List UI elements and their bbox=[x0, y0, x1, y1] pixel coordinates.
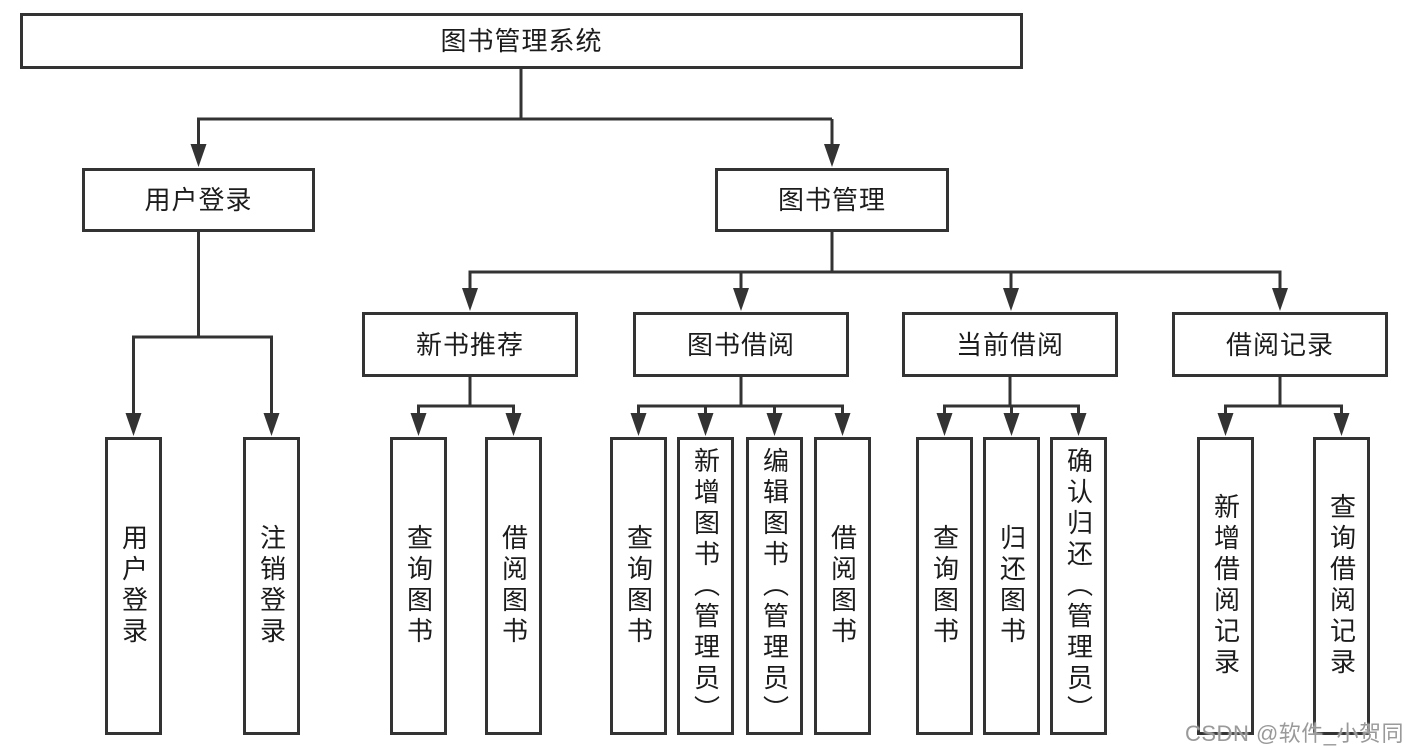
leaf-query-book-3: 查询图书 bbox=[916, 437, 973, 735]
leaf-edit-book-admin: 编辑图书（管理员） bbox=[746, 437, 803, 735]
node-new-book-recommend: 新书推荐 bbox=[362, 312, 578, 377]
leaf-borrow-book-1: 借阅图书 bbox=[485, 437, 542, 735]
node-borrow-record-label: 借阅记录 bbox=[1225, 329, 1334, 360]
node-book-borrow: 图书借阅 bbox=[633, 312, 849, 377]
node-root: 图书管理系统 bbox=[20, 13, 1023, 69]
leaf-user-login: 用户登录 bbox=[105, 437, 162, 735]
node-user-login-label: 用户登录 bbox=[144, 185, 253, 215]
leaf-confirm-return-admin-label: 确认归还（管理员） bbox=[1063, 446, 1094, 726]
leaf-query-book-1-label: 查询图书 bbox=[403, 524, 434, 648]
leaf-query-borrow-record-label: 查询借阅记录 bbox=[1326, 493, 1357, 679]
leaf-add-borrow-record-label: 新增借阅记录 bbox=[1210, 493, 1241, 679]
csdn-watermark: CSDN @软件_小贺同学 bbox=[1185, 721, 1405, 746]
node-book-borrow-label: 图书借阅 bbox=[686, 329, 795, 360]
node-current-borrow-label: 当前借阅 bbox=[955, 329, 1064, 360]
leaf-confirm-return-admin: 确认归还（管理员） bbox=[1050, 437, 1107, 735]
node-root-label: 图书管理系统 bbox=[440, 26, 603, 56]
leaf-user-login-label: 用户登录 bbox=[118, 524, 149, 648]
leaf-query-book-2-label: 查询图书 bbox=[623, 524, 654, 648]
node-new-book-recommend-label: 新书推荐 bbox=[415, 329, 524, 360]
leaf-query-book-2: 查询图书 bbox=[610, 437, 667, 735]
node-book-management: 图书管理 bbox=[715, 168, 949, 232]
leaf-borrow-book-2: 借阅图书 bbox=[814, 437, 871, 735]
leaf-add-book-admin: 新增图书（管理员） bbox=[677, 437, 734, 735]
leaf-borrow-book-1-label: 借阅图书 bbox=[498, 524, 529, 648]
leaf-add-book-admin-label: 新增图书（管理员） bbox=[690, 446, 721, 726]
leaf-logout: 注销登录 bbox=[243, 437, 300, 735]
node-current-borrow: 当前借阅 bbox=[902, 312, 1118, 377]
node-user-login: 用户登录 bbox=[82, 168, 315, 232]
leaf-query-borrow-record: 查询借阅记录 bbox=[1313, 437, 1370, 735]
node-book-management-label: 图书管理 bbox=[777, 185, 886, 215]
leaf-add-borrow-record: 新增借阅记录 bbox=[1197, 437, 1254, 735]
leaf-query-book-3-label: 查询图书 bbox=[929, 524, 960, 648]
leaf-edit-book-admin-label: 编辑图书（管理员） bbox=[759, 446, 790, 726]
node-borrow-record: 借阅记录 bbox=[1172, 312, 1388, 377]
leaf-return-book: 归还图书 bbox=[983, 437, 1040, 735]
leaf-query-book-1: 查询图书 bbox=[390, 437, 447, 735]
leaf-logout-label: 注销登录 bbox=[256, 524, 287, 648]
leaf-return-book-label: 归还图书 bbox=[996, 524, 1027, 648]
leaf-borrow-book-2-label: 借阅图书 bbox=[827, 524, 858, 648]
